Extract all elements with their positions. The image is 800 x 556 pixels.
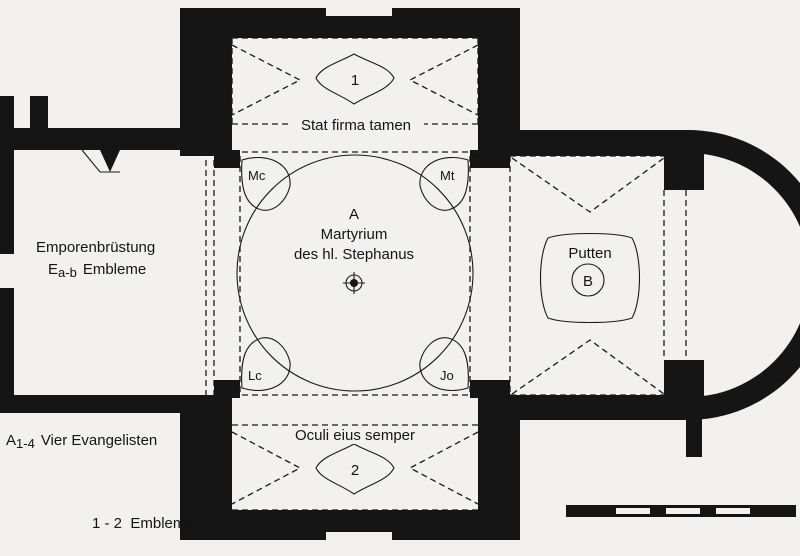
corner-label-lc: Lc bbox=[248, 368, 262, 383]
emblem-bottom-label: 2 bbox=[351, 462, 359, 479]
nave-notch bbox=[100, 150, 120, 172]
emblem-top-label: 1 bbox=[351, 72, 359, 89]
walls bbox=[0, 8, 800, 540]
putten-circle bbox=[571, 263, 605, 297]
center-line2: des hl. Stephanus bbox=[294, 246, 414, 263]
pendentive-lc bbox=[241, 337, 291, 392]
apse-letter: B bbox=[583, 273, 593, 290]
top-motto: Stat firma tamen bbox=[301, 117, 411, 134]
corner-label-jo: Jo bbox=[440, 368, 454, 383]
center-letter: A bbox=[349, 206, 359, 223]
pendentive-mt bbox=[419, 156, 469, 211]
altar-marker bbox=[343, 272, 365, 294]
bottom-motto: Oculi eius semper bbox=[295, 427, 415, 444]
left-label-line1: Emporenbrüstung bbox=[36, 239, 155, 256]
emblem-cartouche-1 bbox=[315, 53, 395, 105]
emblem-cartouche-2 bbox=[315, 443, 395, 495]
dome-circle bbox=[236, 154, 474, 392]
corner-label-mt: Mt bbox=[440, 168, 455, 183]
putten-cartouche bbox=[539, 232, 641, 324]
pendentive-jo bbox=[419, 337, 469, 392]
apse-title: Putten bbox=[568, 245, 611, 262]
vault-lines bbox=[205, 37, 687, 511]
legend-emblems: 1 - 2 Embleme bbox=[92, 515, 194, 532]
corner-label-mc: Mc bbox=[248, 168, 266, 183]
center-line1: Martyrium bbox=[321, 226, 388, 243]
pendentive-mc bbox=[241, 156, 291, 211]
